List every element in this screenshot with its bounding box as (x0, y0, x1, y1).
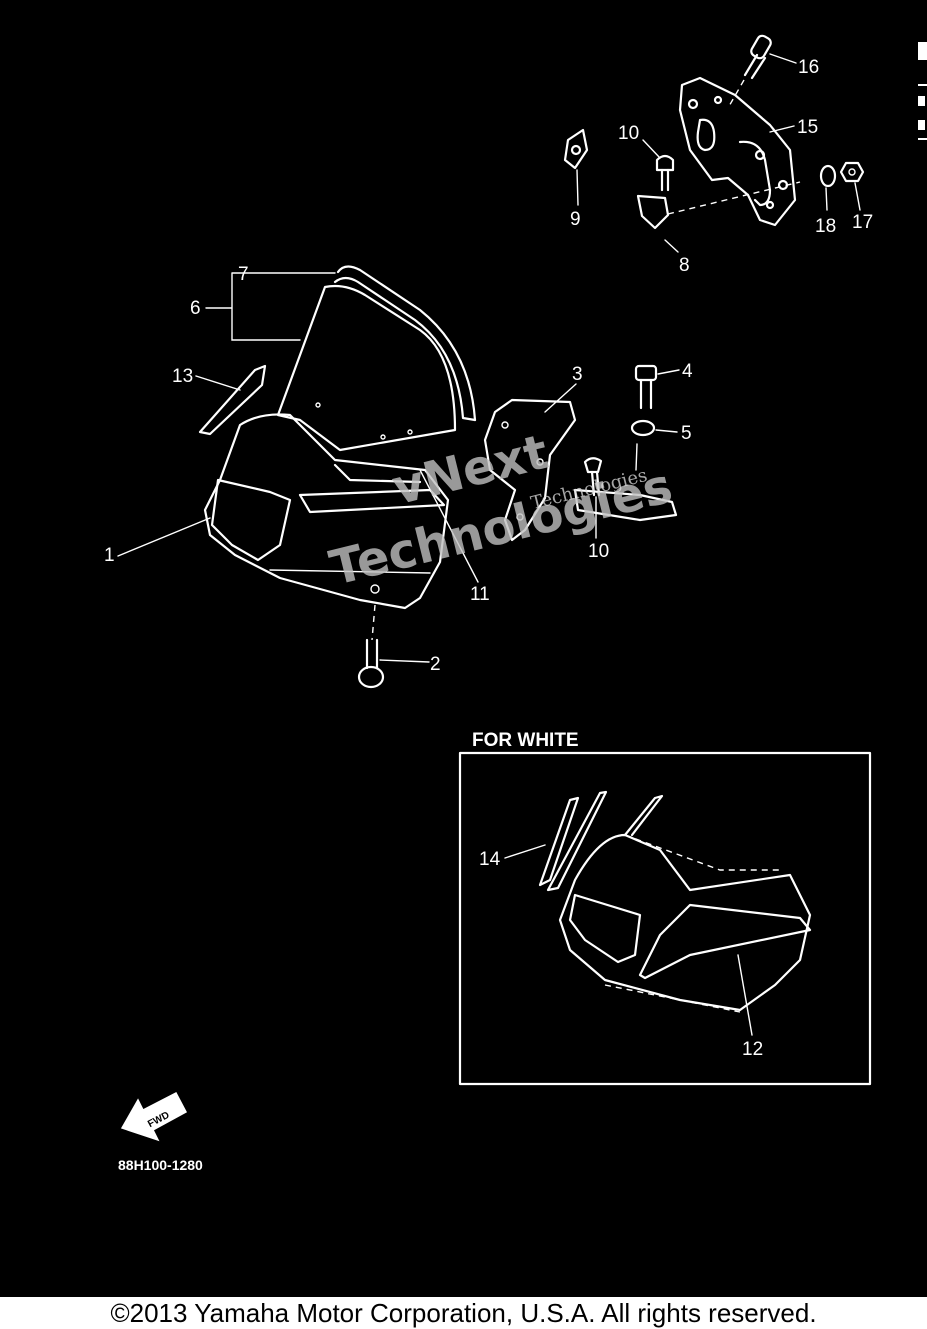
fwd-arrow-icon: FWD (120, 1091, 188, 1142)
callout-5: 5 (681, 423, 692, 444)
part-1-cowling (203, 413, 450, 610)
callout-13: 13 (172, 366, 193, 387)
callout-15: 15 (797, 117, 818, 138)
callout-4: 4 (682, 361, 693, 382)
inset-cowling (558, 833, 812, 1013)
part-17-nut (839, 161, 865, 183)
diagram-canvas: 16 15 10 9 8 18 17 7 6 13 3 4 5 1 10 11 … (104, 34, 927, 1173)
part-10-screw-top (655, 154, 675, 192)
part-13-decal (198, 364, 267, 436)
leader-12 (737, 954, 753, 1036)
part-9-clip (563, 128, 589, 170)
inset-title: FOR WHITE (472, 730, 579, 751)
part-5-grommet (630, 419, 656, 471)
part-3-stay (483, 398, 678, 542)
part-4-bolt (634, 364, 658, 410)
legend-fragment (918, 42, 927, 140)
callout-11: 11 (470, 584, 490, 605)
leader-lines (117, 53, 861, 663)
callout-2: 2 (430, 654, 441, 675)
callout-17: 17 (852, 212, 873, 233)
copyright-notice: ©2013 Yamaha Motor Corporation, U.S.A. A… (110, 1297, 817, 1328)
part-6-windscreen (276, 284, 457, 452)
watermark: vNext Technologies Technologies (324, 424, 677, 597)
part-8-nut (636, 181, 801, 230)
callout-8: 8 (679, 255, 690, 276)
part-16-bolt (727, 34, 772, 109)
reference-code: 88H100-1280 (118, 1157, 203, 1173)
part-14-decal (538, 790, 664, 892)
callout-12: 12 (742, 1039, 763, 1060)
callout-10-mid: 10 (588, 541, 609, 562)
part-10-screw-mid (583, 457, 603, 497)
part-18-washer (819, 164, 837, 188)
callout-16: 16 (798, 57, 819, 78)
callout-6: 6 (190, 298, 201, 319)
callout-14: 14 (479, 849, 501, 870)
callout-10-top: 10 (618, 123, 639, 144)
part-2-bolt (357, 604, 385, 689)
callout-9: 9 (570, 209, 581, 230)
callout-18: 18 (815, 216, 836, 237)
callout-3: 3 (572, 364, 583, 385)
part-7-trim (333, 265, 477, 422)
part-15-bracket (678, 76, 797, 227)
leader-14 (504, 844, 546, 859)
inset-frame (458, 751, 872, 1086)
parts-diagram: 16 15 10 9 8 18 17 7 6 13 3 4 5 1 10 11 … (0, 0, 927, 1297)
callout-7: 7 (238, 264, 249, 285)
callout-1: 1 (104, 545, 115, 566)
